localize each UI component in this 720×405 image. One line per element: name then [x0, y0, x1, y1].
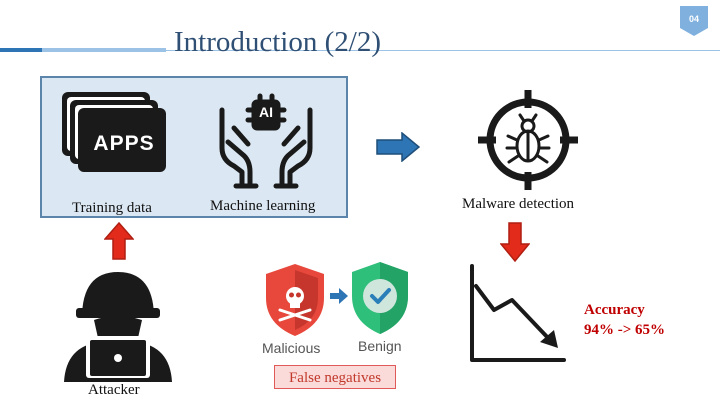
slide-title: Introduction (2/2) — [174, 26, 381, 58]
benign-label: Benign — [358, 338, 402, 354]
hacker-icon — [64, 272, 172, 382]
training-data-label: Training data — [72, 200, 152, 216]
header-line-dark — [0, 48, 42, 52]
header-line-thin — [166, 50, 720, 51]
decline-chart-icon — [470, 264, 566, 362]
malicious-shield-icon — [266, 264, 324, 336]
accuracy-title: Accuracy — [584, 302, 645, 318]
benign-shield-icon — [352, 262, 408, 334]
ai-hands-icon — [219, 93, 313, 189]
apps-icon — [62, 92, 166, 172]
page-badge-shape — [680, 6, 708, 36]
malware-target-icon — [478, 90, 578, 190]
arrow-down-icon — [500, 222, 530, 262]
page-number: 04 — [688, 14, 699, 24]
ai-label: AI — [259, 104, 273, 120]
apps-label: APPS — [93, 132, 155, 155]
accuracy-values: 94% -> 65% — [584, 322, 666, 338]
arrow-up-icon — [104, 222, 134, 260]
attacker-label: Attacker — [88, 382, 140, 398]
machine-learning-label: Machine learning — [210, 198, 316, 214]
arrow-right-icon — [376, 132, 420, 162]
header-line-light — [42, 48, 166, 52]
page-number-badge: 04 — [680, 6, 708, 36]
malware-detection-label: Malware detection — [462, 196, 575, 212]
false-negatives-box: False negatives — [274, 365, 396, 389]
small-arrow-right-icon — [330, 288, 348, 304]
malicious-label: Malicious — [262, 340, 321, 356]
